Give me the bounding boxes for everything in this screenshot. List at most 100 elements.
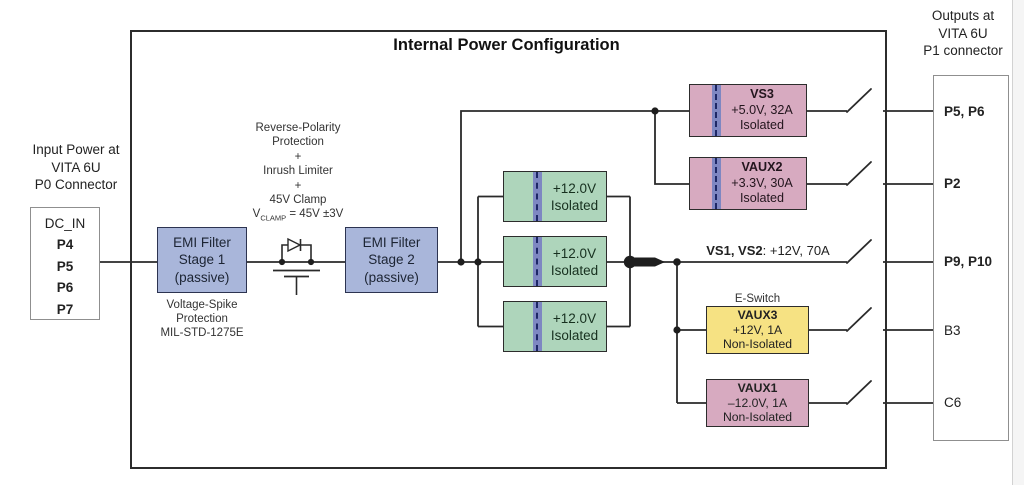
- isolation-barrier-icon: [533, 302, 542, 351]
- switch-icon-vs3: [846, 88, 872, 113]
- rail-isolation: Isolated: [739, 191, 785, 206]
- converter-12v-box: +12.0V Isolated: [503, 236, 607, 287]
- rail-name: VAUX3: [737, 307, 778, 322]
- vs3-text: VS3 +5.0V, 32A Isolated: [718, 85, 806, 136]
- input-pin: P4: [56, 237, 74, 253]
- dc-in-connector-box: DC_IN P4 P5 P6 P7: [30, 207, 100, 320]
- switch-icon-vaux1: [846, 380, 872, 405]
- vs3-rail-box: VS3 +5.0V, 32A Isolated: [689, 84, 807, 137]
- output-caption-line: VITA 6U: [938, 25, 988, 41]
- output-pin: P5, P6: [944, 104, 985, 119]
- switch-icon-vaux3: [846, 307, 872, 332]
- vs1-vs2-name: VS1, VS2: [706, 243, 763, 258]
- switch-icon-vaux2: [846, 161, 872, 186]
- note-line: Protection: [272, 136, 324, 149]
- output-caption: Outputs at VITA 6U P1 connector: [903, 7, 1023, 60]
- vclamp-value: = 45V ±3V: [286, 208, 344, 221]
- vaux1-rail-box: VAUX1 –12.0V, 1A Non-Isolated: [706, 379, 809, 427]
- rail-name: VAUX1: [737, 380, 778, 395]
- voltage-spike-note: Voltage-Spike Protection MIL-STD-1275E: [138, 299, 266, 340]
- note-line: Protection: [176, 312, 228, 325]
- rail-spec: +3.3V, 30A: [731, 175, 793, 190]
- converter-12v-box: +12.0V Isolated: [503, 301, 607, 352]
- note-line: MIL-STD-1275E: [160, 326, 244, 339]
- emi-filter-stage1-box: EMI Filter Stage 1 (passive): [157, 227, 247, 293]
- vaux2-rail-box: VAUX2 +3.3V, 30A Isolated: [689, 157, 807, 210]
- switch-icons: [846, 88, 872, 405]
- wire-to-top-rails: [460, 110, 689, 262]
- emi2-line: (passive): [364, 269, 419, 285]
- rail-name: VS3: [750, 87, 774, 102]
- rail-isolation: Non-Isolated: [722, 410, 793, 425]
- converter-text: +12.0V Isolated: [543, 237, 606, 286]
- vs1-vs2-label: VS1, VS2: +12V, 70A: [678, 243, 858, 258]
- note-line: Reverse-Polarity: [255, 122, 341, 134]
- converter-isolation: Isolated: [550, 262, 599, 278]
- emi2-line: EMI Filter: [362, 234, 421, 250]
- converter-text: +12.0V Isolated: [543, 172, 606, 221]
- input-pin: P7: [56, 301, 74, 317]
- emi1-line: EMI Filter: [173, 234, 231, 250]
- converter-text: +12.0V Isolated: [543, 302, 606, 351]
- rail-isolation: Non-Isolated: [722, 337, 793, 352]
- rail-spec: +12V, 1A: [732, 322, 783, 337]
- input-caption-line: Input Power at: [32, 142, 120, 157]
- emi2-line: Stage 2: [368, 252, 415, 268]
- output-pin: B3: [944, 323, 961, 338]
- converter-isolation: Isolated: [550, 327, 599, 343]
- vclamp-line: VCLAMP = 45V ±3V: [228, 207, 368, 226]
- rail-name: VAUX2: [741, 160, 783, 175]
- emi1-line: Stage 1: [178, 252, 226, 268]
- note-line: 45V Clamp: [269, 194, 327, 207]
- isolation-barrier-icon: [712, 85, 721, 136]
- converter-voltage: +12.0V: [552, 310, 597, 326]
- rail-spec: –12.0V, 1A: [727, 395, 788, 410]
- emi1-line: (passive): [174, 269, 230, 285]
- vaux2-text: VAUX2 +3.3V, 30A Isolated: [718, 158, 806, 209]
- eswitch-label: E-Switch: [734, 293, 781, 305]
- wire-to-vaux2: [654, 111, 689, 185]
- output-caption-line: Outputs at: [931, 8, 995, 23]
- wire-converter-stubs: [478, 195, 503, 328]
- output-pin: P2: [944, 176, 961, 191]
- page-title: Internal Power Configuration: [393, 36, 620, 54]
- input-pin: P5: [56, 258, 74, 274]
- note-line: Inrush Limiter: [263, 165, 333, 178]
- input-pin: P6: [56, 280, 74, 296]
- page-edge: [1012, 0, 1024, 485]
- junction-dots: [457, 107, 681, 334]
- output-pin: C6: [944, 395, 962, 410]
- protection-note: Reverse-Polarity Protection + Inrush Lim…: [228, 121, 368, 226]
- input-caption-line: VITA 6U: [51, 159, 101, 175]
- rail-spec: +5.0V, 32A: [731, 102, 793, 117]
- note-line: +: [294, 179, 302, 192]
- p1-connector-box: [933, 75, 1009, 441]
- note-line: +: [294, 150, 302, 163]
- isolation-barrier-icon: [533, 172, 542, 221]
- isolation-barrier-icon: [712, 158, 721, 209]
- note-line: Voltage-Spike: [166, 299, 238, 311]
- converter-voltage: +12.0V: [552, 245, 597, 261]
- vaux3-rail-box: VAUX3 +12V, 1A Non-Isolated: [706, 306, 809, 354]
- dc-in-label: DC_IN: [44, 216, 86, 231]
- converter-12v-box: +12.0V Isolated: [503, 171, 607, 222]
- switch-icon-vs1-vs2: [846, 239, 872, 264]
- wire-p1-connections: [883, 110, 933, 404]
- body-diode-icon: [287, 237, 302, 253]
- output-caption-line: P1 connector: [923, 43, 1003, 58]
- converter-isolation: Isolated: [550, 197, 599, 213]
- input-caption-line: P0 Connector: [34, 177, 118, 192]
- power-node: [623, 255, 665, 269]
- converter-voltage: +12.0V: [552, 180, 597, 196]
- emi-filter-stage2-box: EMI Filter Stage 2 (passive): [345, 227, 438, 293]
- input-caption: Input Power at VITA 6U P0 Connector: [6, 141, 146, 194]
- isolation-barrier-icon: [533, 237, 542, 286]
- rail-isolation: Isolated: [739, 118, 785, 133]
- vclamp-subscript: CLAMP: [260, 213, 287, 223]
- internal-power-frame: [130, 30, 887, 469]
- vs1-vs2-spec: : +12V, 70A: [762, 243, 830, 258]
- output-pin: P9, P10: [944, 254, 993, 269]
- vclamp-symbol: V: [252, 208, 261, 221]
